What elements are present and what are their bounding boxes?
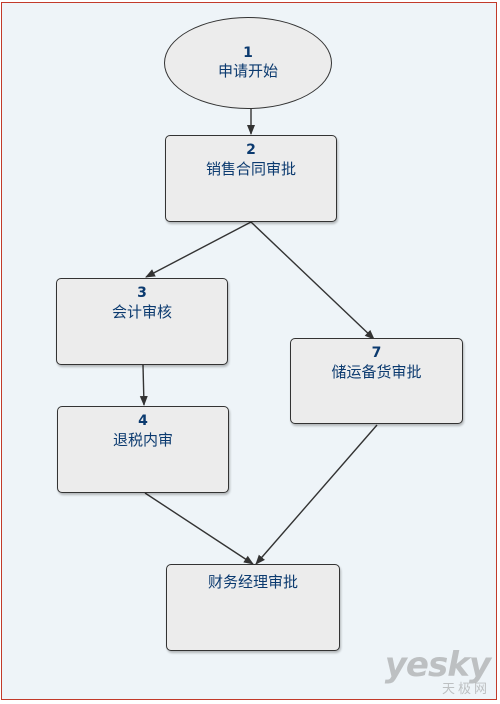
edge-4-to-final: [144, 492, 254, 565]
node-2-number: 2: [246, 142, 256, 158]
node-1-number: 1: [243, 44, 253, 61]
edge-2-to-3: [145, 221, 252, 278]
node-final-finance-manager[interactable]: 财务经理审批: [166, 564, 340, 651]
node-2-label: 销售合同审批: [205, 159, 296, 178]
edge-3-to-4: [139, 364, 148, 406]
edge-7-to-final: [255, 424, 378, 565]
node-2-sales-contract[interactable]: 2 销售合同审批: [165, 135, 337, 222]
node-3-number: 3: [137, 285, 147, 301]
node-3-label: 会计审核: [111, 302, 172, 321]
yesky-watermark: yesky 天极网: [384, 645, 491, 697]
node-1-label: 申请开始: [217, 62, 278, 81]
node-1-start[interactable]: 1 申请开始: [164, 17, 332, 109]
node-4-number: 4: [138, 413, 148, 429]
node-final-label: 财务经理审批: [207, 573, 298, 591]
node-4-tax-refund-audit[interactable]: 4 退税内审: [57, 406, 229, 493]
node-7-number: 7: [371, 345, 382, 361]
watermark-sub-text: 天极网: [441, 682, 490, 697]
node-4-label: 退税内审: [112, 430, 173, 449]
node-7-storage-approval[interactable]: 7 储运备货审批: [290, 338, 463, 424]
node-7-label: 储运备货审批: [331, 362, 422, 381]
node-3-accounting-review[interactable]: 3 会计审核: [56, 278, 228, 365]
edge-2-to-7: [250, 221, 375, 340]
watermark-logo-text: yesky: [384, 645, 491, 685]
